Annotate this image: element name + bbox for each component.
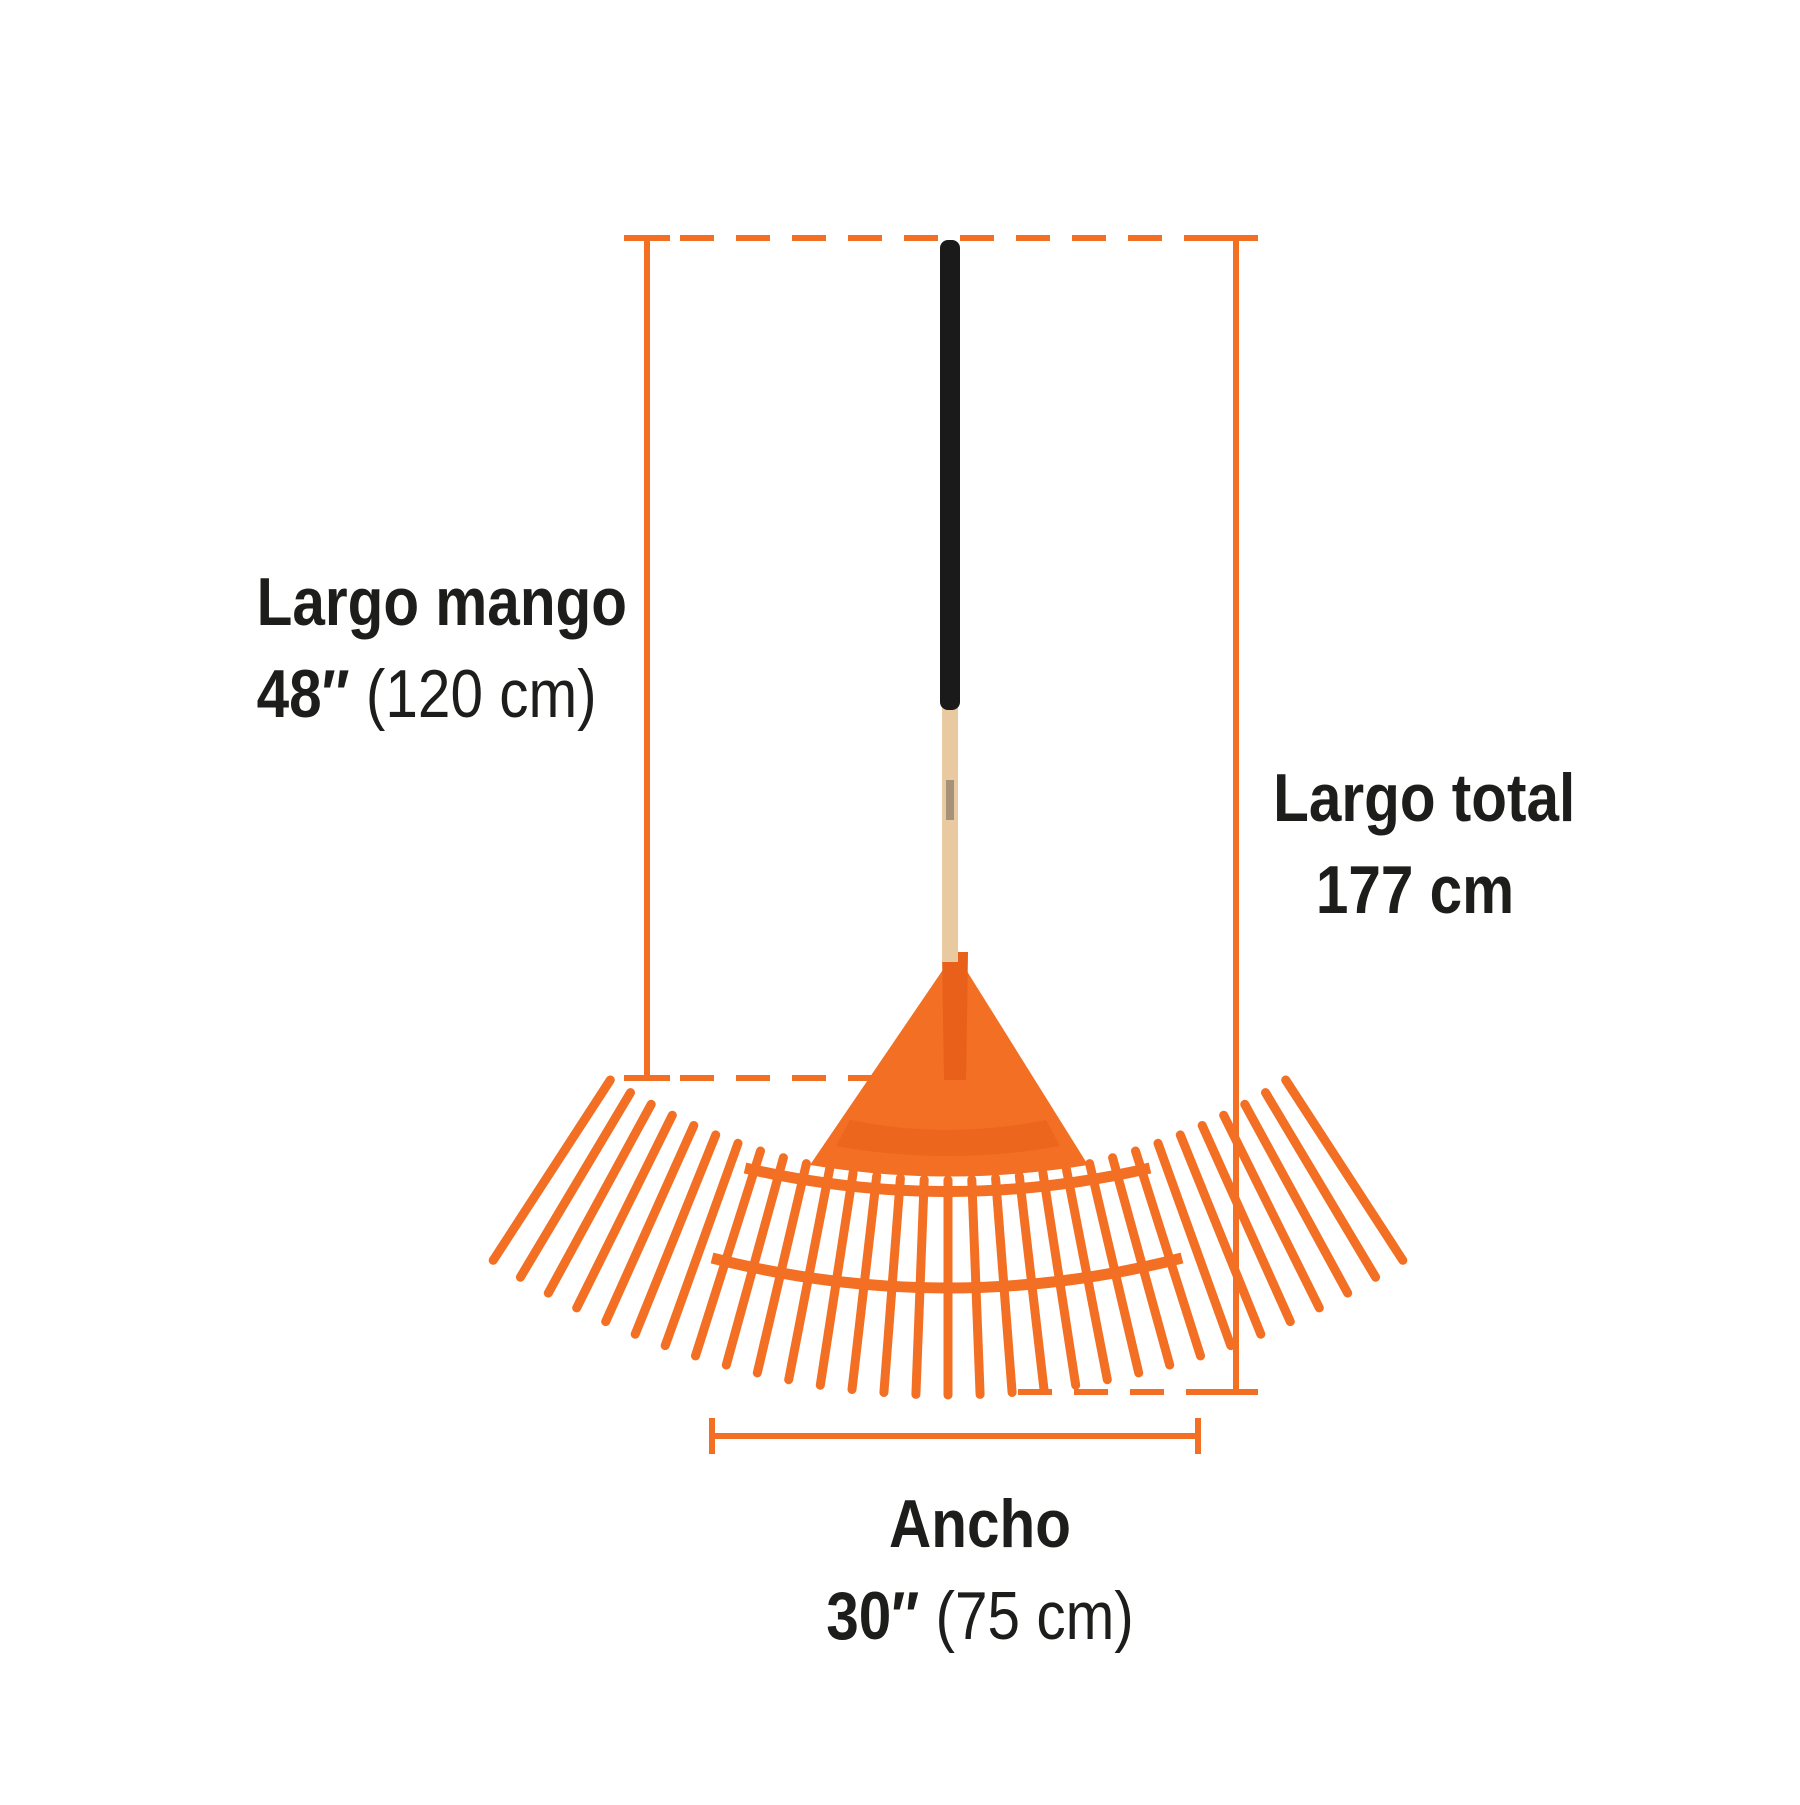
handle-length-title: Largo mango xyxy=(256,564,627,640)
rake-tine xyxy=(1219,1110,1324,1313)
handle-length-label: Largo mango 48″ (120 cm) xyxy=(256,564,627,728)
total-length-label: Largo total 177 cm xyxy=(1273,760,1576,924)
rake-crossbar-upper xyxy=(743,1162,1152,1197)
rake-tine xyxy=(1108,1153,1175,1370)
width-title: Ancho xyxy=(889,1486,1071,1562)
rake-tine xyxy=(1153,1138,1236,1351)
total-length-title: Largo total xyxy=(1273,760,1576,836)
handle-grip xyxy=(940,240,960,710)
rake-tine xyxy=(1240,1099,1353,1298)
handle-length-value: 48″ (120 cm) xyxy=(257,660,597,728)
rake-crossbar-lower xyxy=(710,1252,1184,1294)
rake-tine xyxy=(572,1110,677,1313)
rake-tine xyxy=(1261,1088,1381,1282)
rake-tine xyxy=(543,1099,656,1298)
rake-tine xyxy=(1281,1075,1408,1265)
dimension-lines xyxy=(624,235,1258,1454)
rake-tine xyxy=(630,1130,721,1339)
total-length-value-main: 177 cm xyxy=(1315,852,1515,928)
total-length-value: 177 cm xyxy=(1273,856,1557,924)
width-value-main: 30″ xyxy=(826,1578,920,1654)
rake-tine xyxy=(515,1088,635,1282)
rake-tine xyxy=(488,1075,615,1265)
handle-length-value-alt: (120 cm) xyxy=(365,656,597,732)
handle-length-value-main: 48″ xyxy=(256,656,350,732)
leaf-rake-icon xyxy=(488,240,1408,1400)
rake-tine xyxy=(1131,1146,1205,1361)
rake-tine xyxy=(721,1153,788,1370)
rake-tine xyxy=(660,1138,743,1351)
width-value: 30″ (75 cm) xyxy=(817,1582,1144,1650)
rake-tine xyxy=(1175,1130,1266,1339)
handle-wood xyxy=(942,700,958,962)
width-label: Ancho 30″ (75 cm) xyxy=(817,1490,1144,1650)
rake-tine xyxy=(1197,1121,1295,1327)
rake-head-shadow xyxy=(836,1120,1060,1156)
width-value-alt: (75 cm) xyxy=(935,1578,1134,1654)
handle-brand-mark xyxy=(946,780,954,820)
rake-ferrule xyxy=(942,952,968,1080)
rake-tine xyxy=(601,1121,699,1327)
rake-tine xyxy=(691,1146,765,1361)
